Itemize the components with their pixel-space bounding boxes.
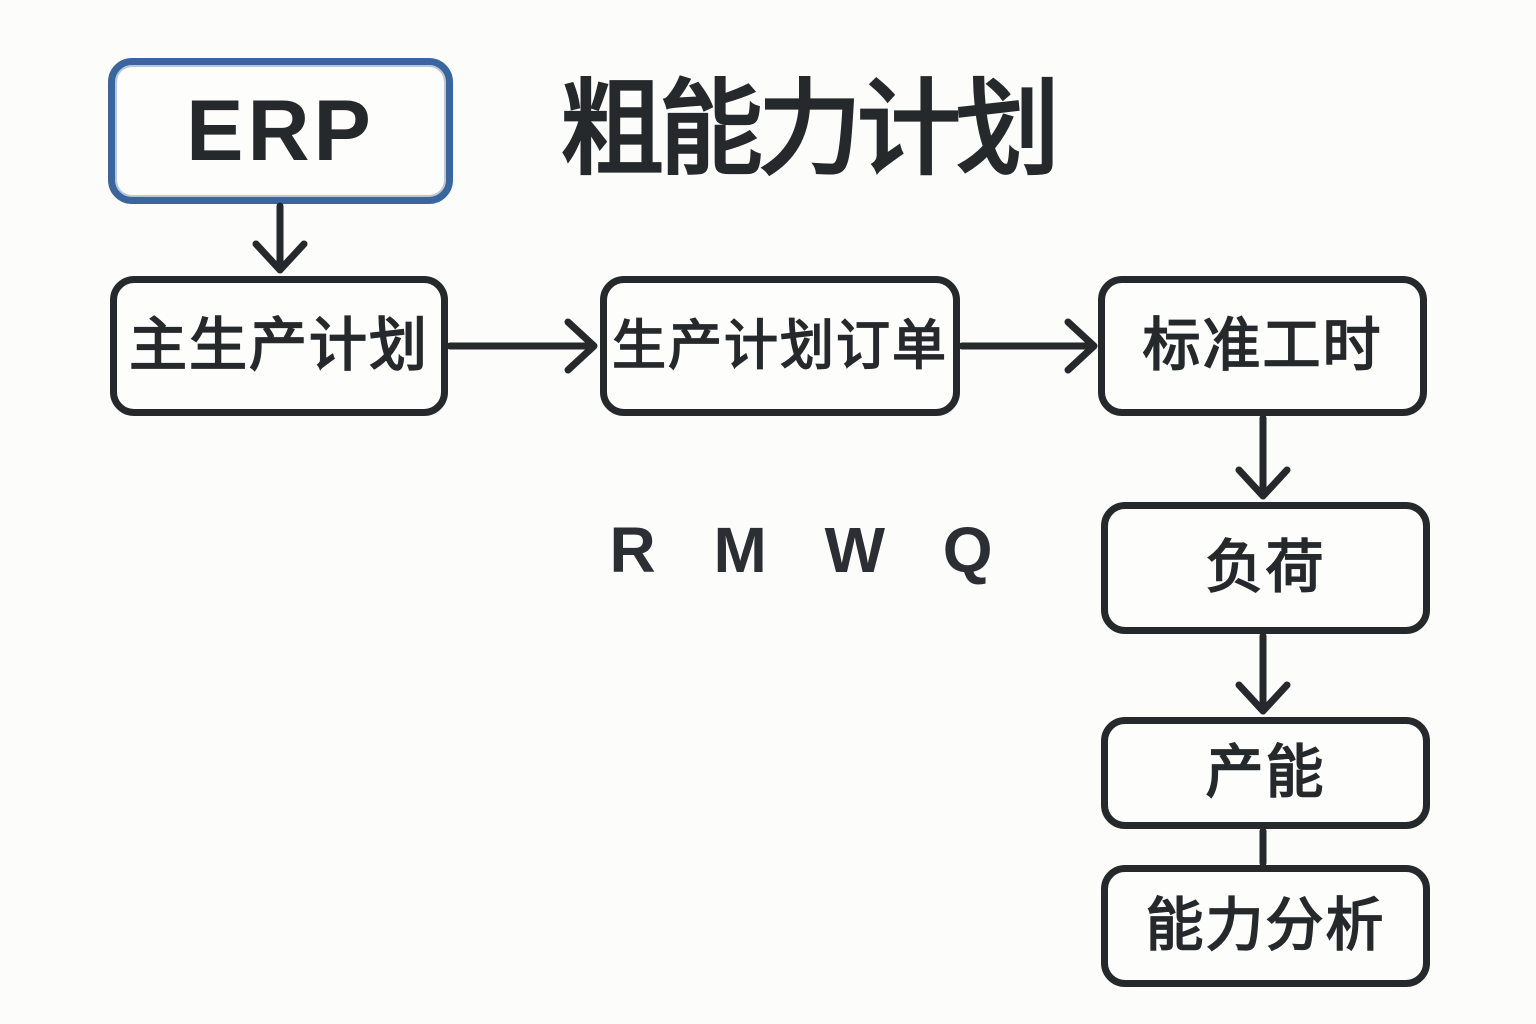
node-standard-hours: 标准工时: [1098, 276, 1427, 416]
node-master-production-schedule-label: 主生产计划: [128, 313, 429, 378]
arrow-standard-hours-to-load: [1235, 414, 1291, 500]
node-load-label: 负荷: [1205, 535, 1326, 600]
node-erp-label: ERP: [186, 83, 375, 179]
arrow-erp-to-mps: [252, 202, 308, 274]
arrow-order-to-standard-hours: [958, 318, 1098, 374]
node-master-production-schedule: 主生产计划: [110, 276, 448, 416]
diagram-title: 粗能力计划: [560, 72, 1060, 188]
node-standard-hours-label: 标准工时: [1142, 313, 1383, 378]
node-production-plan-order-label: 生产计划订单: [612, 316, 948, 376]
node-capacity: 产能: [1101, 717, 1430, 829]
node-erp: ERP: [108, 58, 453, 204]
node-production-plan-order: 生产计划订单: [600, 276, 960, 416]
arrow-load-to-capacity: [1235, 632, 1291, 715]
arrow-mps-to-order: [446, 318, 598, 374]
node-capacity-analysis-label: 能力分析: [1145, 893, 1386, 958]
annotation-rmwq: R M W Q: [609, 514, 1007, 586]
node-load: 负荷: [1101, 502, 1430, 634]
node-capacity-analysis: 能力分析: [1101, 865, 1430, 987]
node-capacity-label: 产能: [1205, 740, 1326, 805]
